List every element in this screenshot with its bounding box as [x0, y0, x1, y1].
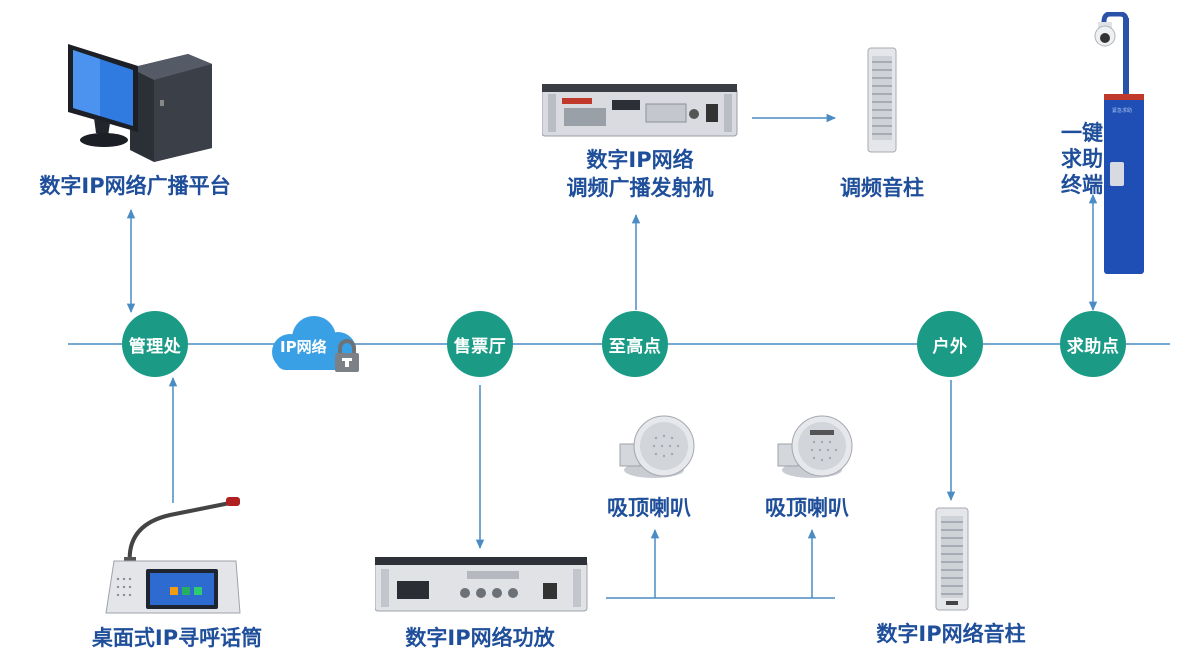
- fm-transmitter-label: 数字IP网络 调频广播发射机: [545, 146, 735, 202]
- ceiling-speaker-icon-2: [777, 415, 853, 478]
- computer-icon: [68, 44, 212, 162]
- node-admin: 管理处: [122, 311, 188, 377]
- ceiling-speaker-label-1: 吸顶喇叭: [607, 496, 691, 520]
- column-speaker-icon: [867, 47, 897, 153]
- paging-mic-label: 桌面式IP寻呼话筒: [91, 626, 263, 650]
- fm-transmitter-label-line2: 调频广播发射机: [566, 176, 714, 200]
- node-outdoor: 户外: [917, 311, 983, 377]
- fm-column-label: 调频音柱: [840, 176, 924, 200]
- node-ticket-hall: 售票厅: [447, 311, 513, 377]
- amplifier-label: 数字IP网络功放: [405, 626, 555, 650]
- node-help-point: 求助点: [1060, 311, 1126, 377]
- node-high-point: 至高点: [602, 311, 668, 377]
- help-terminal-label-line3: 终端: [1061, 173, 1103, 197]
- paging-microphone-icon: [105, 497, 241, 614]
- help-terminal-label-line1: 一键: [1061, 121, 1103, 145]
- amplifier-icon: [375, 557, 588, 612]
- help-terminal-label: 一键 求助 终端: [1052, 120, 1112, 198]
- cloud-label: IP网络: [280, 338, 327, 356]
- ip-column-label: 数字IP网络音柱: [876, 622, 1026, 646]
- platform-label: 数字IP网络广播平台: [39, 174, 231, 198]
- ip-column-speaker-icon: [935, 507, 969, 611]
- help-terminal-icon: 紧急求助: [1094, 12, 1144, 274]
- fm-transmitter-label-line1: 数字IP网络: [586, 148, 694, 172]
- help-terminal-label-line2: 求助: [1061, 147, 1103, 171]
- lock-icon: [335, 339, 359, 372]
- ceiling-speaker-icon-1: [619, 415, 695, 478]
- svg-text:紧急求助: 紧急求助: [1112, 107, 1132, 114]
- ceiling-speaker-label-2: 吸顶喇叭: [765, 496, 849, 520]
- fm-transmitter-icon: [542, 84, 738, 137]
